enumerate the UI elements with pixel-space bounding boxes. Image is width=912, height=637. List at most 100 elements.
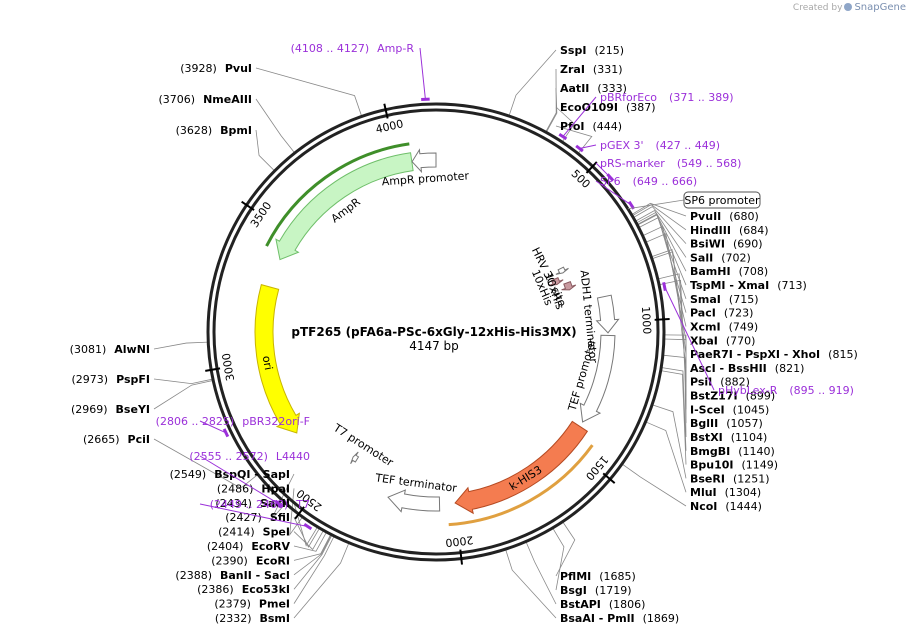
site-bseyi[interactable]: (2969)BseYI (71, 403, 150, 416)
site-eco53ki[interactable]: (2386)Eco53kI (197, 583, 290, 596)
site-bsiwi[interactable]: BsiWI(690) (690, 238, 763, 251)
site-pcii[interactable]: (2665)PciI (83, 433, 150, 446)
tick-mark-3000 (205, 367, 221, 372)
site-smai[interactable]: SmaI(715) (690, 293, 759, 306)
site-sacii[interactable]: (2434)SacII (215, 497, 290, 510)
primer-prs-marker[interactable]: pRS-marker(549 .. 568) (600, 157, 741, 170)
boxed-features: SP6 promoter (627, 191, 761, 210)
site-leader-eco53ki (293, 534, 333, 590)
primer-phyblex-r[interactable]: pHybLex-R(895 .. 919) (718, 384, 854, 397)
site-bseri[interactable]: BseRI(1251) (690, 472, 770, 485)
site-pmei[interactable]: (2379)PmeI (214, 598, 290, 611)
feature-ori[interactable] (254, 284, 300, 434)
primer-amp-r[interactable]: (4108 .. 4127)Amp-R (291, 42, 415, 55)
primer-pgex-3[interactable]: pGEX 3'(427 .. 449) (600, 139, 720, 152)
site-leader-zrai (545, 68, 557, 133)
primer-name: T7 (295, 498, 310, 511)
primer-range: (4108 .. 4127) (291, 42, 370, 55)
feature-tef-terminator[interactable] (387, 489, 441, 513)
feature-hrv-3c-site[interactable] (555, 266, 569, 275)
site-banii-saci[interactable]: (2388)BanII - SacI (175, 569, 290, 582)
primer-pbr322ori-f[interactable]: (2806 .. 2825)pBR322ori-F (156, 415, 310, 428)
site-name: SspI (560, 44, 586, 57)
site-pvuii[interactable]: PvuII(680) (690, 210, 759, 223)
tick-mark-3500 (241, 200, 255, 211)
site-bstxi[interactable]: BstXI(1104) (690, 431, 767, 444)
feature-adh1-terminator[interactable] (595, 294, 620, 334)
site-sspi[interactable]: SspI (215) (560, 44, 624, 57)
site-ecorv[interactable]: (2404)EcoRV (207, 540, 291, 553)
site-zrai[interactable]: ZraI(331) (560, 63, 623, 76)
site-bpu10i[interactable]: Bpu10I(1149) (690, 459, 778, 472)
site-alwni[interactable]: (3081)AlwNI (70, 343, 150, 356)
site-position: (1869) (643, 612, 680, 625)
site-bmgbi[interactable]: BmgBI(1140) (690, 445, 775, 458)
site-bpmi[interactable]: (3628)BpmI (176, 124, 252, 137)
site-position: (2549) (170, 468, 207, 481)
site-leader-sali (635, 210, 687, 258)
feature-t7-promoter[interactable] (350, 451, 360, 465)
site-hpai[interactable]: (2486)HpaI (217, 482, 290, 495)
tick-label-1500: 1500 (583, 453, 611, 483)
site-sfii[interactable]: (2427)SfiI (225, 511, 290, 524)
ampr-orf-highlight (265, 142, 410, 247)
site-bamhi[interactable]: BamHI(708) (690, 265, 768, 278)
site-mlui[interactable]: MluI(1304) (690, 486, 761, 499)
site-psii[interactable]: PsiI(882) (690, 376, 750, 389)
site-name: Bpu10I (690, 459, 734, 472)
site-pspfi[interactable]: (2973)PspFI (72, 373, 150, 386)
site-pflmi[interactable]: PflMI(1685) (560, 570, 636, 583)
feature-k-his3[interactable] (454, 420, 589, 515)
site-position: (3081) (70, 343, 107, 356)
site-position: (680) (729, 210, 759, 223)
site-pfoi[interactable]: PfoI(444) (560, 120, 622, 133)
site-asci-bsshii[interactable]: AscI - BssHII(821) (690, 362, 804, 375)
site-spei[interactable]: (2414)SpeI (218, 526, 290, 539)
site-ncoi[interactable]: NcoI(1444) (690, 500, 762, 513)
site-position: (2332) (215, 612, 252, 625)
site-bstapi[interactable]: BstAPI(1806) (560, 598, 645, 611)
site-leader-ncoi (621, 463, 687, 507)
site-ecori[interactable]: (2390)EcoRI (211, 554, 290, 567)
site-hindiii[interactable]: HindIII(684) (690, 224, 769, 237)
site-i-scei[interactable]: I-SceI(1045) (690, 403, 769, 416)
site-nmeaiii[interactable]: (3706)NmeAIII (159, 93, 253, 106)
site-name: BsmI (260, 612, 291, 625)
site-position: (215) (594, 44, 624, 57)
primer-name: pGEX 3' (600, 139, 644, 152)
primer-mark-t7 (303, 522, 313, 531)
site-ecoo109i[interactable]: EcoO109I(387) (560, 101, 656, 114)
site-xcmi[interactable]: XcmI(749) (690, 320, 758, 333)
feature-tef-promoter[interactable] (579, 334, 616, 423)
feature-10xhis-2[interactable] (561, 280, 577, 291)
feature-ampr-promoter[interactable] (411, 148, 437, 174)
site-tspmi-xmai[interactable]: TspMI - XmaI(713) (690, 279, 807, 292)
boxed-feature-sp6-promoter[interactable]: SP6 promoter (684, 194, 760, 207)
site-bspqi-sapi[interactable]: (2549)BspQI - SapI (170, 468, 290, 481)
primer-t7[interactable]: (2449 .. 2468)T7 (210, 498, 310, 511)
site-bglii[interactable]: BglII(1057) (690, 417, 763, 430)
site-aatii[interactable]: AatII(333) (560, 82, 627, 95)
site-bsmi[interactable]: (2332) BsmI (215, 612, 290, 625)
feature-label-ori: ori (260, 355, 275, 371)
primer-mark-prs-marker (606, 173, 615, 182)
site-name: BamHI (690, 265, 731, 278)
primer-pbrforeco[interactable]: pBRforEco(371 .. 389) (600, 91, 734, 104)
site-bsgi[interactable]: BsgI(1719) (560, 584, 631, 597)
tick-mark-500 (585, 161, 598, 174)
feature-ampr[interactable] (275, 152, 414, 261)
primer-leader-t7 (199, 503, 308, 528)
site-name: SpeI (263, 526, 290, 539)
site-paer7i-pspxi-xhoi[interactable]: PaeR7I - PspXI - XhoI(815) (690, 348, 858, 361)
site-xbai[interactable]: XbaI(770) (690, 334, 755, 347)
primer-l4440[interactable]: (2555 .. 2572)L4440 (189, 450, 310, 463)
site-bsaai-pmli[interactable]: BsaAI - PmlI(1869) (560, 612, 679, 625)
site-position: (3928) (180, 62, 217, 75)
site-pvui[interactable]: (3928)PvuI (180, 62, 252, 75)
site-paci[interactable]: PacI(723) (690, 307, 753, 320)
site-sali[interactable]: SalI(702) (690, 251, 751, 264)
site-bstz17i[interactable]: BstZ17I(899) (690, 390, 775, 403)
feature-10xhis[interactable] (549, 276, 564, 286)
primer-sp6[interactable]: SP6(649 .. 666) (600, 175, 697, 188)
restriction-sites: SspI (215) ZraI(331) AatII(333) EcoO109I(387… (70, 44, 858, 625)
